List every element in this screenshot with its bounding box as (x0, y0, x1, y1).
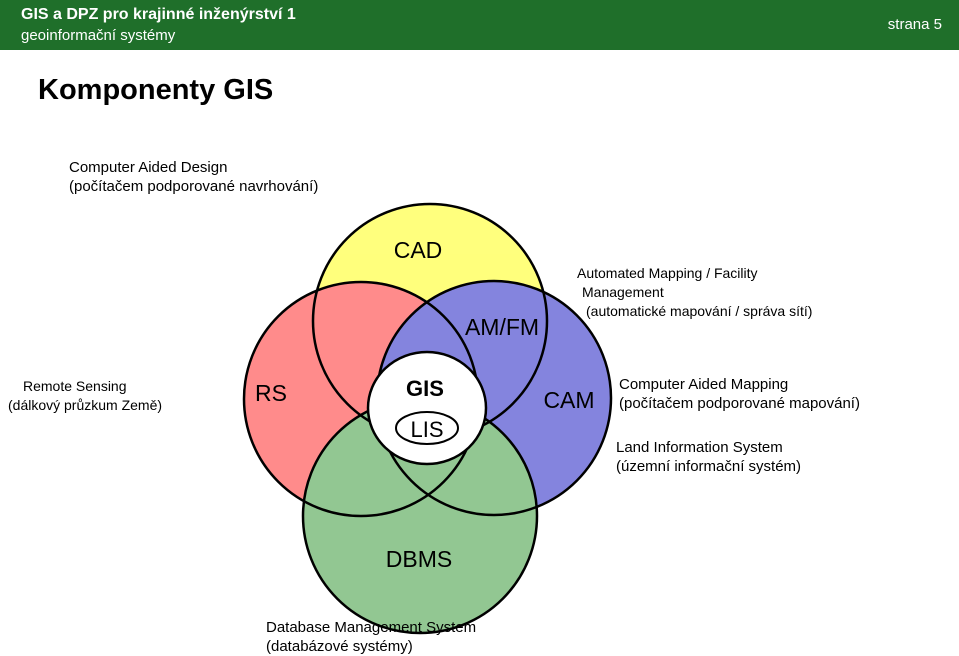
note-cad: Computer Aided Design (počítačem podporo… (69, 158, 318, 196)
note-amfm-line-1: Automated Mapping / Facility (577, 265, 758, 281)
note-amfm-line-3: (automatické mapování / správa sítí) (586, 303, 813, 319)
note-lis-line-1: Land Information System (616, 439, 783, 456)
label-cad: CAD (394, 237, 443, 263)
dbms-circle (303, 399, 537, 633)
note-cam-line-2: (počítačem podporované mapování) (619, 395, 860, 412)
note-dbms-line-1: Database Management System (266, 619, 477, 636)
lis-oval (395, 411, 459, 445)
note-dbms: Database Management System (databázové s… (266, 618, 476, 656)
label-dbms: DBMS (386, 546, 452, 572)
gis-center (366, 350, 488, 466)
note-dbms-line-2: (databázové systémy) (266, 638, 413, 655)
note-lis-line-2: (územní informační systém) (616, 458, 802, 475)
label-rs: RS (255, 380, 287, 406)
label-cam: CAM (543, 387, 594, 413)
note-cam: Computer Aided Mapping (počítačem podpor… (619, 375, 860, 413)
note-rs: Remote Sensing (dálkový průzkum Země) (8, 377, 162, 415)
note-rs-line-2: (dálkový průzkum Země) (8, 397, 163, 413)
page-number: strana 5 (887, 16, 942, 33)
note-rs-line-1: Remote Sensing (23, 378, 127, 394)
course-subtitle: geoinformační systémy (21, 27, 176, 44)
note-cad-line-2: (počítačem podporované navrhování) (69, 178, 319, 195)
note-lis: Land Information System (územní informač… (616, 438, 801, 476)
note-cam-line-1: Computer Aided Mapping (619, 376, 789, 393)
page-title: Komponenty GIS (38, 74, 274, 106)
course-title: GIS a DPZ pro krajinné inženýrství 1 (21, 6, 296, 23)
label-amfm: AM/FM (465, 314, 539, 340)
slide-header: GIS a DPZ pro krajinné inženýrství 1 geo… (0, 0, 959, 50)
label-gis: GIS (406, 376, 444, 401)
note-cad-line-1: Computer Aided Design (69, 159, 228, 176)
note-amfm-line-2: Management (582, 284, 664, 300)
label-lis: LIS (410, 417, 443, 442)
note-amfm: Automated Mapping / Facility Management … (577, 264, 812, 321)
